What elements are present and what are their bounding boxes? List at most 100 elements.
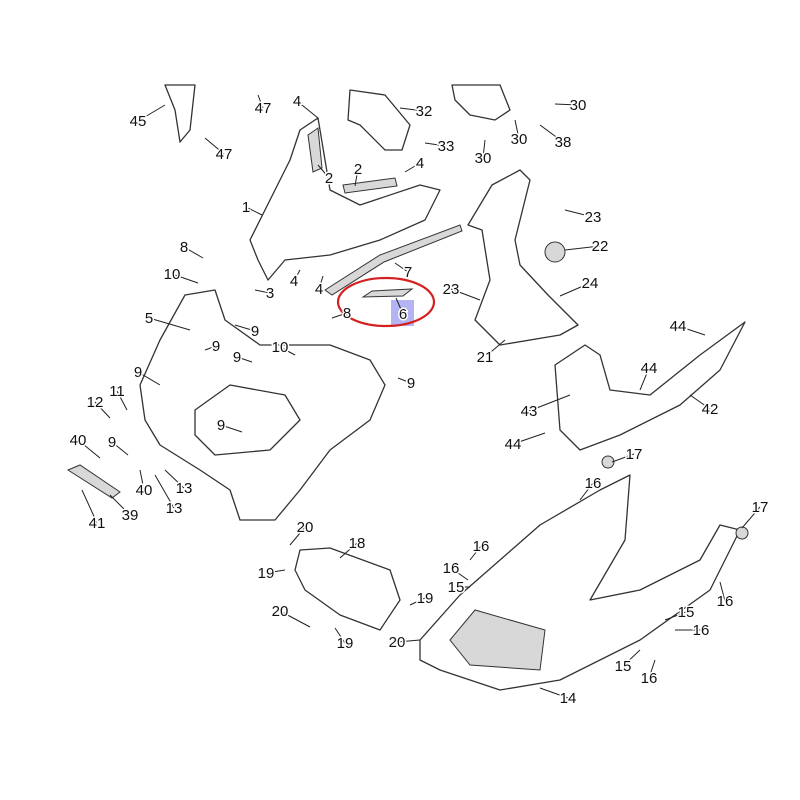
leader-line xyxy=(689,394,711,410)
callout-16: 16 xyxy=(693,622,710,639)
part-39-bracket xyxy=(66,464,121,499)
callout-20: 20 xyxy=(272,603,289,620)
leader-line xyxy=(528,394,571,412)
part-18-box xyxy=(294,547,401,631)
leader-line xyxy=(317,164,330,179)
callout-14: 14 xyxy=(560,690,577,707)
highlight-ellipse xyxy=(336,276,436,328)
callout-9: 9 xyxy=(217,417,225,434)
callout-42: 42 xyxy=(702,401,719,418)
callout-19: 19 xyxy=(258,565,275,582)
callout-4: 4 xyxy=(290,273,298,290)
callout-44: 44 xyxy=(641,360,658,377)
callout-40: 40 xyxy=(136,482,153,499)
callout-11: 11 xyxy=(109,383,125,400)
callout-18: 18 xyxy=(349,535,366,552)
callout-22: 22 xyxy=(592,238,609,255)
callout-4: 4 xyxy=(416,155,424,172)
callout-44: 44 xyxy=(670,318,687,335)
leader-line xyxy=(257,94,264,109)
part-14-inner xyxy=(449,609,546,671)
leader-line xyxy=(77,439,101,459)
part-17b-screw xyxy=(735,526,749,540)
leader-line xyxy=(289,526,306,546)
callout-16: 16 xyxy=(585,475,602,492)
leader-line xyxy=(236,356,253,363)
callout-4: 4 xyxy=(315,281,323,298)
callout-47: 47 xyxy=(255,100,272,117)
leader-line xyxy=(245,206,263,216)
callout-45: 45 xyxy=(130,113,147,130)
leader-line xyxy=(564,209,594,218)
callout-20: 20 xyxy=(297,519,314,536)
callout-9: 9 xyxy=(134,364,142,381)
part-2-strip xyxy=(307,127,323,173)
leader-line xyxy=(109,494,131,516)
callout-3: 3 xyxy=(266,285,274,302)
leader-line xyxy=(512,432,546,445)
leader-line xyxy=(554,103,579,106)
callout-21: 21 xyxy=(477,349,494,366)
callout-9: 9 xyxy=(251,323,259,340)
leader-line xyxy=(539,124,564,143)
callout-33: 33 xyxy=(438,138,455,155)
leader-line xyxy=(395,297,404,315)
callout-12: 12 xyxy=(87,394,104,411)
leader-line xyxy=(331,312,348,319)
callout-16: 16 xyxy=(641,670,658,687)
callout-19: 19 xyxy=(417,590,434,607)
leader-line xyxy=(404,162,421,173)
leader-line xyxy=(111,441,129,456)
leader-line xyxy=(148,317,191,331)
leader-line xyxy=(339,542,358,559)
callout-8: 8 xyxy=(343,305,351,322)
leader-line xyxy=(622,649,641,667)
leader-line xyxy=(154,474,175,509)
leader-line xyxy=(139,469,145,491)
leader-line xyxy=(137,371,161,386)
leader-line xyxy=(648,659,656,679)
leader-line xyxy=(664,611,687,621)
callout-43: 43 xyxy=(521,403,538,420)
part-6-decal xyxy=(361,288,414,298)
leader-line xyxy=(204,137,225,155)
part-1-front-panel xyxy=(249,117,441,281)
leader-line xyxy=(564,245,601,251)
callout-44: 44 xyxy=(505,436,522,453)
callout-10: 10 xyxy=(164,266,181,283)
leader-line xyxy=(399,107,425,112)
leader-line xyxy=(334,627,346,644)
callout-30: 30 xyxy=(570,97,587,114)
leader-line xyxy=(293,269,301,282)
callout-16: 16 xyxy=(717,593,734,610)
leader-line xyxy=(116,390,128,411)
leader-line xyxy=(234,324,256,332)
callout-47: 47 xyxy=(216,146,233,163)
callout-9: 9 xyxy=(212,338,220,355)
callout-2: 2 xyxy=(325,170,333,187)
leader-line xyxy=(719,581,726,602)
callout-4: 4 xyxy=(293,93,301,110)
part-45-bracket xyxy=(164,84,196,143)
callout-15: 15 xyxy=(615,658,632,675)
leader-line xyxy=(204,345,217,351)
callout-13: 13 xyxy=(166,500,183,517)
part-32-bracket xyxy=(347,89,411,151)
leader-line xyxy=(137,104,166,122)
callout-16: 16 xyxy=(443,560,460,577)
leader-line xyxy=(81,489,98,524)
part-22-grommet xyxy=(544,241,566,263)
leader-line xyxy=(394,262,409,273)
callout-16: 16 xyxy=(473,538,490,555)
leader-line xyxy=(279,610,311,628)
callout-1: 1 xyxy=(242,199,250,216)
leader-line xyxy=(254,289,271,294)
callout-15: 15 xyxy=(678,604,695,621)
callout-10: 10 xyxy=(272,339,289,356)
callout-39: 39 xyxy=(122,507,139,524)
callout-9: 9 xyxy=(233,349,241,366)
leader-line xyxy=(611,453,635,463)
